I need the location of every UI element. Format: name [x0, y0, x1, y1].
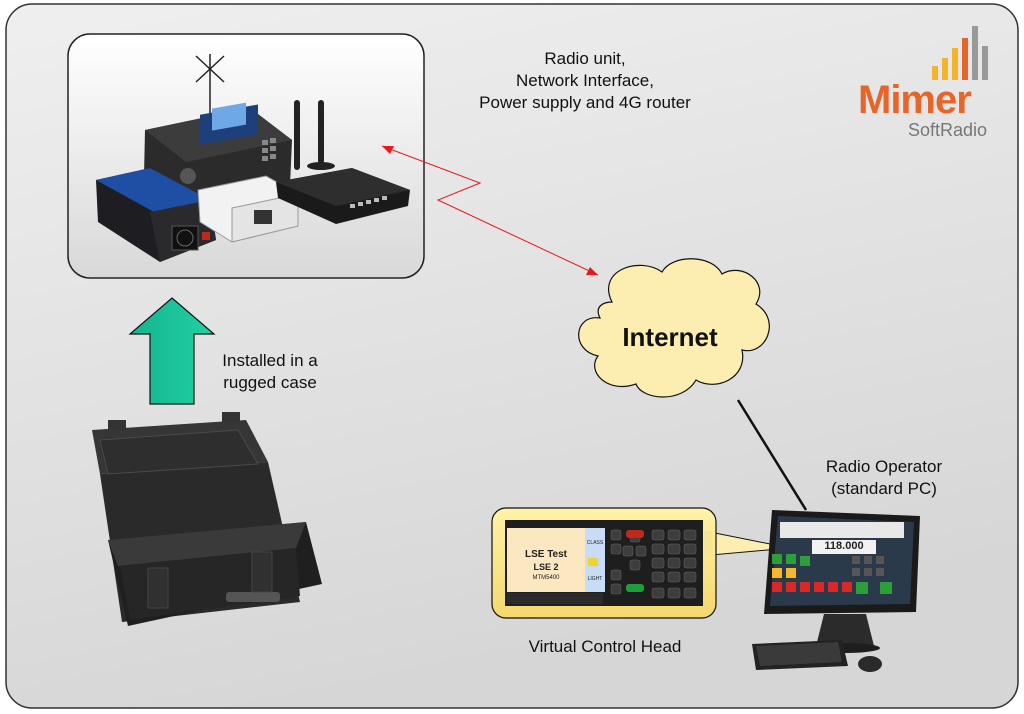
router-4g	[276, 168, 410, 224]
operator-pc	[752, 510, 920, 672]
radio-unit	[144, 102, 292, 208]
operator-label-line: Radio Operator	[825, 457, 943, 476]
installed-label-line: Installed in a	[222, 351, 318, 370]
internet-cloud	[578, 258, 770, 398]
radio-unit-label-line: Power supply and 4G router	[479, 93, 691, 112]
wireless-link	[381, 145, 599, 276]
mimer-logo-icon	[932, 26, 988, 80]
control-head-line3: MTM5400	[532, 575, 560, 581]
control-head-line1: LSE Test	[524, 549, 568, 560]
router-antennas	[294, 100, 335, 170]
installed-label: Installed in a rugged case	[200, 350, 340, 394]
control-head-side2: LIGHT	[587, 576, 603, 582]
install-arrow	[128, 297, 216, 405]
rugged-case	[92, 412, 322, 626]
radio-unit-label: Radio unit, Network Interface, Power sup…	[420, 48, 750, 114]
network-interface-box	[197, 175, 299, 243]
operator-label: Radio Operator (standard PC)	[794, 456, 974, 500]
control-head-line2: LSE 2	[533, 562, 559, 572]
installed-label-line: rugged case	[223, 373, 317, 392]
internet-label: Internet	[622, 322, 718, 352]
control-head-screen	[505, 520, 703, 606]
pc-frequency-display: 118.000	[824, 540, 864, 552]
virtual-control-head-label: Virtual Control Head	[528, 637, 682, 656]
internet-link	[736, 399, 808, 511]
operator-label-line: (standard PC)	[831, 479, 937, 498]
softradio-logo-text: SoftRadio	[908, 120, 988, 140]
control-head-side1: CLASS	[586, 540, 604, 546]
radio-unit-label-line: Radio unit,	[544, 49, 626, 68]
mimer-logo-text: Mimer	[858, 78, 972, 122]
radio-unit-label-line: Network Interface,	[516, 71, 654, 90]
